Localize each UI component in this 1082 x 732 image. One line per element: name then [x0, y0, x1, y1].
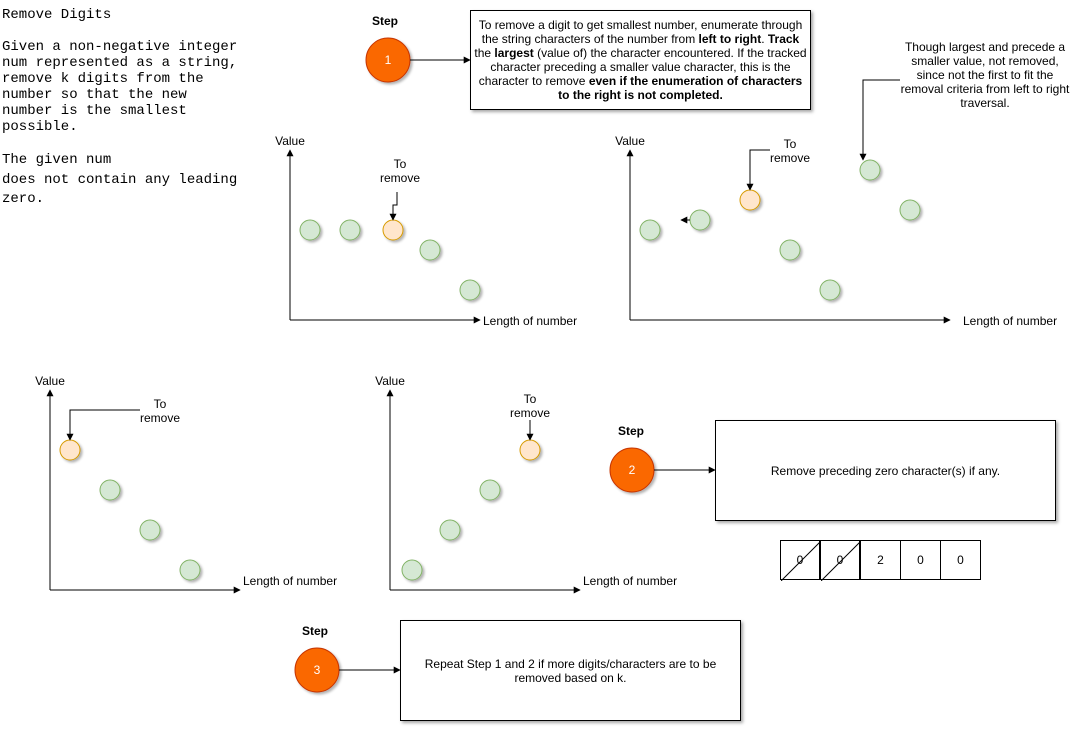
digit-cell-struck: 0	[820, 540, 861, 581]
intro-title: Remove Digits	[2, 7, 112, 23]
chart1-axes	[286, 149, 481, 324]
digit-cell: 2	[860, 540, 901, 580]
chart2-y-label: Value	[615, 134, 645, 148]
dot	[459, 279, 481, 301]
chart4-remove-label: To remove	[509, 392, 550, 420]
step2-label: Step	[618, 424, 645, 438]
step1-number: 1	[384, 53, 392, 67]
step3-label: Step	[302, 624, 329, 638]
step3-description-box: Repeat Step 1 and 2 if more digits/chara…	[400, 620, 741, 721]
chart2-remove-label: To remove	[769, 137, 810, 165]
dot-to-remove	[382, 219, 404, 241]
dot	[419, 239, 441, 261]
chart4-dots	[401, 439, 541, 581]
intro-paragraph: Given a non-negative integer num represe…	[2, 39, 238, 135]
dot	[779, 239, 801, 261]
dot-to-remove	[739, 189, 761, 211]
digit-cell: 0	[900, 540, 941, 580]
intro-note-line1: The given num	[2, 152, 112, 168]
chart3-y-label: Value	[35, 374, 65, 388]
dot	[479, 479, 501, 501]
step2-description: Remove preceding zero character(s) if an…	[770, 463, 1001, 478]
step1-label: Step	[372, 14, 399, 28]
step1-description: To remove a digit to get smallest number…	[474, 18, 807, 102]
chart3-dots	[59, 439, 201, 581]
digit-cell-struck: 0	[780, 540, 821, 581]
dot	[819, 279, 841, 301]
dot-largest	[859, 159, 881, 181]
dot	[339, 219, 361, 241]
digit-cell: 0	[940, 540, 981, 580]
intro-note-line2: does not contain any leading zero.	[2, 172, 238, 207]
chart1-remove-label: To remove	[379, 157, 420, 185]
chart4-x-label: Length of number	[583, 574, 678, 588]
dot	[299, 219, 321, 241]
chart3-axes	[46, 389, 241, 594]
dot	[401, 559, 423, 581]
dot	[439, 519, 461, 541]
chart2-x-label: Length of number	[963, 314, 1058, 328]
chart2-dots	[639, 159, 921, 301]
chart2-axes	[626, 149, 951, 324]
dot	[639, 219, 661, 241]
chart2-remove-arrow	[746, 149, 770, 191]
chart1-dots	[299, 219, 481, 301]
chart1-y-label: Value	[275, 134, 305, 148]
step2-number: 2	[628, 463, 636, 477]
step3-description: Repeat Step 1 and 2 if more digits/chara…	[424, 656, 717, 685]
step-circles	[294, 37, 655, 693]
chart1-remove-arrow	[389, 192, 398, 221]
dot	[689, 209, 711, 231]
digit-cells: 0 0 2 0 0	[780, 540, 981, 581]
dot	[179, 559, 201, 581]
dot	[99, 479, 121, 501]
chart3-remove-label: To remove	[139, 397, 180, 425]
largest-note: Though largest and precede a smaller val…	[900, 40, 1070, 110]
chart3-x-label: Length of number	[243, 574, 338, 588]
chart1-x-label: Length of number	[483, 314, 578, 328]
dot	[139, 519, 161, 541]
chart4-y-label: Value	[375, 374, 405, 388]
dot-to-remove	[59, 439, 81, 461]
step2-description-box: Remove preceding zero character(s) if an…	[715, 420, 1056, 521]
dot-to-remove	[519, 439, 541, 461]
chart2-note-arrow	[859, 79, 900, 161]
step1-description-box: To remove a digit to get smallest number…	[470, 10, 811, 110]
step3-number: 3	[313, 663, 321, 677]
chart4-axes	[386, 389, 581, 594]
dot	[899, 199, 921, 221]
chart3-remove-arrow	[66, 409, 140, 441]
